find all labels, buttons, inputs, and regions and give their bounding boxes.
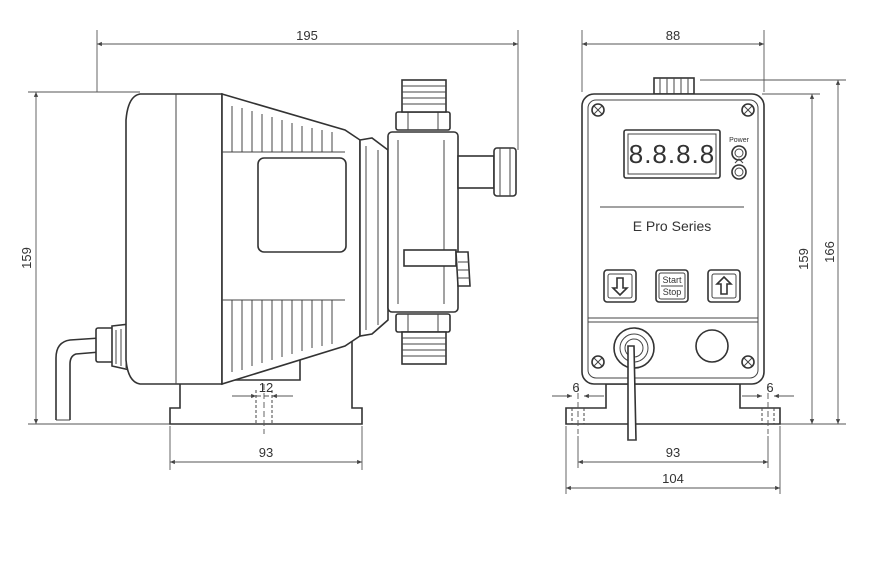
down-button[interactable] — [603, 269, 637, 303]
front-width-dimension: 88 — [581, 28, 765, 92]
alarm-symbol-icon — [734, 158, 744, 164]
top-thread — [401, 79, 447, 113]
side-port — [403, 249, 457, 267]
side-base-label: 93 — [259, 445, 273, 460]
front-hole-right-label: 6 — [766, 380, 773, 395]
screw-bottom-left — [591, 355, 605, 369]
start-stop-button[interactable]: Start Stop — [655, 269, 689, 303]
cooling-fins-bottom — [222, 299, 345, 372]
stop-label: Stop — [663, 287, 682, 297]
bottom-nut — [395, 313, 451, 333]
screw-top-left — [591, 103, 605, 117]
bottom-thread — [401, 331, 447, 365]
bleed-valve-body — [457, 155, 495, 189]
front-base-dimensions: 93 104 — [565, 426, 781, 494]
display-window — [627, 133, 717, 175]
side-view: 195 159 — [19, 28, 519, 470]
side-width-label: 195 — [296, 28, 318, 43]
front-top-fitting — [653, 77, 695, 95]
pump-head — [359, 79, 517, 365]
front-height-total-label: 166 — [822, 241, 837, 263]
bleed-valve-knob — [493, 147, 517, 197]
screw-top-right — [741, 103, 755, 117]
display-frame — [623, 129, 721, 179]
blank-plug — [695, 329, 729, 363]
status-led — [731, 164, 747, 180]
arrow-down-icon — [611, 277, 629, 297]
series-label: E Pro Series — [633, 218, 712, 234]
side-slot-label: 12 — [259, 380, 273, 395]
controller-body: 8.8.8.8 Power E Pro Series Start — [581, 93, 765, 385]
front-cable — [627, 345, 637, 441]
side-width-dimension: 195 — [96, 28, 519, 150]
front-height-dimensions: 159 166 — [700, 79, 846, 425]
front-width-label: 88 — [666, 28, 680, 43]
segment-display-text: 8.8.8.8 — [629, 139, 716, 169]
power-label: Power — [729, 137, 750, 144]
hose-barb — [455, 251, 471, 287]
motor-housing — [125, 92, 361, 386]
cable-gland — [95, 323, 131, 371]
screw-bottom-right — [741, 355, 755, 369]
side-base-dimension: 93 — [169, 426, 363, 470]
arrow-up-icon — [715, 275, 733, 295]
housing-window — [257, 157, 347, 253]
cooling-fins-top — [222, 106, 345, 153]
side-height-dimension: 159 — [19, 91, 172, 425]
front-base-outer-label: 104 — [662, 471, 684, 486]
start-label: Start — [662, 275, 682, 285]
up-button[interactable] — [707, 269, 741, 303]
side-height-label: 159 — [19, 247, 34, 269]
power-led — [731, 145, 747, 161]
power-cable — [55, 337, 101, 421]
front-base: 6 6 — [552, 380, 794, 434]
top-nut — [395, 111, 451, 131]
front-hole-left-label: 6 — [572, 380, 579, 395]
front-view: 88 159 166 — [552, 28, 846, 494]
front-base-inner-label: 93 — [666, 445, 680, 460]
front-height-body-label: 159 — [796, 248, 811, 270]
